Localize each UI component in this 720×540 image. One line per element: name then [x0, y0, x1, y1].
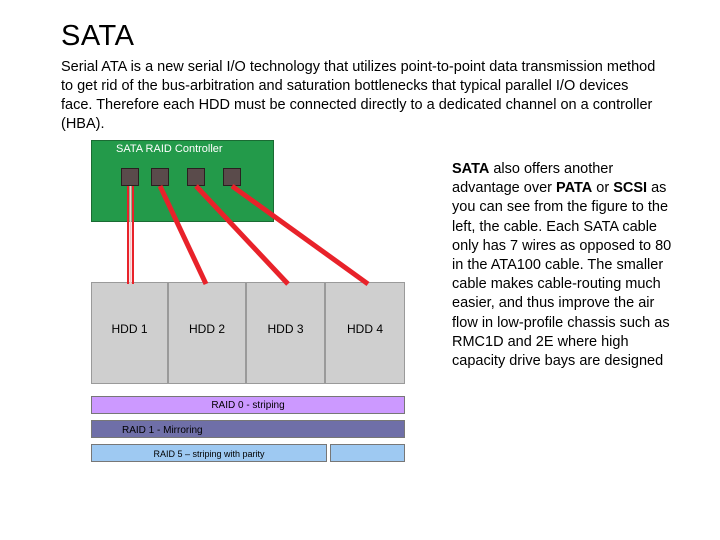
hdd-1: HDD 1: [91, 282, 168, 384]
raid5-parity-segment: [330, 444, 405, 462]
pata-term: PATA: [556, 180, 593, 197]
controller-port-1: [121, 168, 139, 186]
hdd-2-label: HDD 2: [188, 322, 225, 336]
intro-paragraph: Serial ATA is a new serial I/O technolog…: [61, 59, 656, 132]
sidebar-text-3: as you can see from the figure to the le…: [452, 180, 672, 370]
raid0-bar: RAID 0 - striping: [91, 396, 405, 414]
raid5-label: RAID 5 – striping with parity: [153, 449, 265, 459]
controller-port-4: [223, 168, 241, 186]
controller-port-2: [151, 168, 169, 186]
controller-port-3: [187, 168, 205, 186]
sata-term: SATA: [452, 161, 490, 177]
raid5-bar: RAID 5 – striping with parity: [91, 444, 327, 462]
hdd-3-label: HDD 3: [267, 322, 304, 336]
sidebar-text-2: or: [592, 180, 614, 197]
scsi-term: SCSI: [613, 180, 648, 197]
raid0-label: RAID 0 - striping: [211, 400, 285, 411]
controller-label: SATA RAID Controller: [116, 143, 223, 155]
hdd-4: HDD 4: [325, 282, 405, 384]
sidebar-text-1: also offers another advantage over: [452, 161, 614, 197]
hdd-3: HDD 3: [246, 282, 325, 384]
raid1-label: RAID 1 - Mirroring: [122, 425, 203, 436]
hdd-4-label: HDD 4: [346, 322, 383, 336]
raid1-bar: RAID 1 - Mirroring: [91, 420, 405, 438]
hdd-2: HDD 2: [168, 282, 246, 384]
hdd-1-label: HDD 1: [111, 322, 148, 336]
sidebar-text: SATA also offers another advantage over …: [452, 160, 672, 371]
sata-raid-controller: SATA RAID Controller: [91, 140, 274, 222]
slide-title: SATA: [61, 20, 135, 52]
